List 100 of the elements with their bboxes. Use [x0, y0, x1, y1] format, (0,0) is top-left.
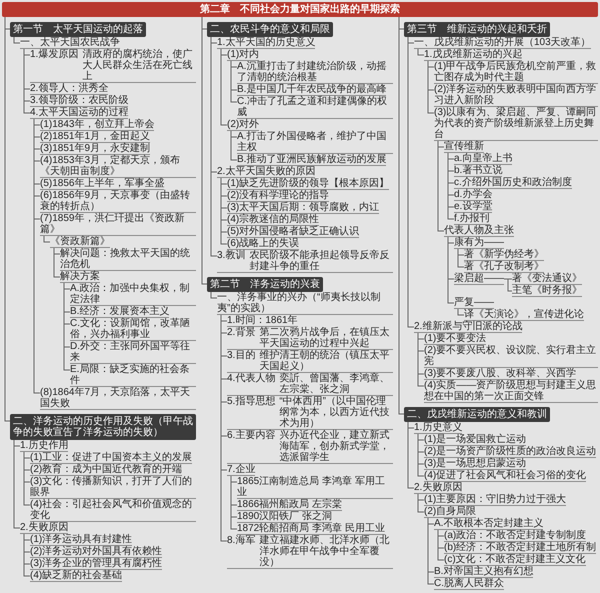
- subtopic: 2.失败原因: [20, 522, 68, 534]
- subtopic: 译《天演论》，宣传进化论: [464, 309, 584, 321]
- subtopic: (7)1859年，洪仁玕提出《资政新篇》: [40, 213, 196, 236]
- connector-line: [14, 440, 20, 528]
- main-topic-box: 第一节 太平天国运动的起落: [10, 22, 146, 37]
- subtopic: 梁启超——: [454, 273, 504, 285]
- topic-label: 6.主要内容: [227, 430, 276, 443]
- connector-line: [64, 282, 70, 370]
- subtopic: (1)洋务运动具有封建性: [30, 534, 132, 546]
- subtopic: (6)1856年9月，天京事变（由盛转衰的转折点）: [40, 190, 196, 213]
- subtopic: C.脱离人民群众: [434, 578, 504, 590]
- subtopic: (1)是一场爱国救亡运动: [424, 434, 526, 446]
- subtopic: C.文化：设新闻馆，改革陋俗，兴办福利事业: [70, 318, 196, 341]
- subtopic: (4)1853年3月，定都天京，颁布《天朝田亩制度》: [40, 155, 196, 178]
- connector-line: [448, 152, 454, 220]
- subtopic: f.办报刊: [454, 213, 490, 225]
- connector-line: [14, 36, 20, 44]
- subtopic: (6)战略上的失误: [227, 238, 300, 250]
- subtopic: 一、洋务事业的兴办（“师夷长技以制夷”的实践）: [217, 292, 393, 315]
- topic-text: 建立福建水师、北洋水师（北洋水师在甲午战争中全军覆没）: [259, 535, 390, 568]
- subtopic: (4)社会：引起社会风气和价值观念的变化: [30, 499, 196, 522]
- connector-line: [408, 36, 414, 328]
- subtopic: (3)文化：传播新知识，打开了人们的眼界: [30, 476, 196, 499]
- subtopic: (1)1843年，创立拜上帝会: [40, 119, 154, 131]
- subtopic: A.打击了外国侵略者，维护了中国主权: [237, 131, 393, 154]
- subtopic: (1)对内: [227, 49, 260, 61]
- subtopic: [217, 250, 393, 273]
- connector-line: [210, 36, 218, 256]
- subtopic: 1.历史意义: [414, 422, 462, 434]
- main-topic-box: 二、洋务运动的历史作用及失败（甲午战争的失败宣告了洋务运动的失败）: [10, 414, 196, 440]
- subtopic: 《资政新篇》: [50, 236, 110, 248]
- subtopic: [227, 350, 393, 373]
- connector-line: [54, 248, 60, 278]
- subtopic: A.政治：加强中央集权，制定法律: [70, 283, 196, 306]
- subtopic: B.推动了亚洲民族解放运动的发展: [237, 154, 386, 166]
- main-topic-box: 第三节 维新运动的兴起和夭折: [404, 22, 550, 37]
- subtopic: (2)没有科学理论的指导: [227, 190, 330, 202]
- connector-line: [458, 308, 464, 316]
- subtopic: (4)实质——资产阶级思想与封建主义思想在中国的第一次正面交锋: [424, 380, 598, 403]
- connector-line: [230, 476, 238, 530]
- subtopic: [30, 49, 196, 83]
- subtopic: 1890汉阳铁厂 张之洞: [237, 511, 332, 523]
- topic-label: 8.海军: [227, 535, 256, 548]
- subtopic: 严复——: [454, 297, 494, 309]
- connector-line: [418, 434, 424, 476]
- subtopic: [227, 327, 393, 350]
- subtopic: (2)对外: [227, 119, 260, 131]
- subtopic: C.冲击了孔孟之道和封建偶像的权威: [237, 96, 393, 119]
- subtopic: 2.领导人：洪秀全: [30, 83, 108, 95]
- subtopic: 一、戊戌维新运动的开展（103天改革）: [414, 37, 591, 49]
- connector-line: [202, 16, 208, 284]
- subtopic: 7.企业: [227, 464, 256, 476]
- connector-line: [408, 422, 414, 488]
- subtopic: A.沉重打击了封建统治阶级，动摇了清朝的统治根基: [237, 61, 393, 84]
- connector-line: [438, 140, 444, 232]
- subtopic: c.介绍外国历史和政治制度: [454, 177, 572, 189]
- connector-line: [220, 48, 228, 126]
- subtopic: (2)自身局限: [424, 506, 476, 518]
- subtopic: 解决问题：挽救太平天国的统治危机: [60, 248, 196, 271]
- subtopic: (3)要不要废八股、改科举、兴西学: [424, 368, 576, 380]
- subtopic: (3)1851年9月，永安建制: [40, 143, 150, 155]
- subtopic: (2)教育：成为中国近代教育的开端: [30, 464, 182, 476]
- central-topic-box: 第二章 不同社会力量对国家出路的早期探索: [2, 2, 598, 17]
- subtopic: [227, 396, 393, 430]
- subtopic: 康有为——: [454, 237, 504, 249]
- connector-line: [428, 60, 434, 114]
- subtopic: 2.失败原因: [414, 482, 462, 494]
- connector-line: [34, 118, 40, 394]
- subtopic: e.设学堂: [454, 201, 492, 213]
- topic-label: 5.指导思想: [227, 396, 276, 409]
- subtopic: (1)缺乏先进阶级的领导【根本原因】: [227, 178, 390, 190]
- connector-line: [210, 292, 218, 298]
- subtopic: 1.时间：1861年: [227, 315, 298, 327]
- subtopic: 1866福州船政局 左宗棠: [237, 499, 342, 511]
- subtopic: a.向皇帝上书: [454, 153, 512, 165]
- connector-line: [220, 314, 228, 542]
- topic-text: 奕訢、曾国藩、李鸿章、左宗棠、张之洞: [279, 373, 390, 395]
- subtopic: [227, 430, 393, 464]
- subtopic: 3.领导阶级：农民阶级: [30, 95, 128, 107]
- connector-line: [448, 236, 454, 304]
- connector-line: [230, 60, 238, 102]
- topic-label: 1.爆发原因: [30, 49, 78, 62]
- connector-line: [24, 452, 30, 506]
- subtopic: (2)洋务运动的失败表明中国向西方学习进入新阶段: [434, 84, 598, 107]
- topic-text: “中体西用”（以中国伦理纲常为本，以西方近代技术为用）: [279, 396, 390, 429]
- subtopic: D.外交：主张同外国平等往来: [70, 341, 196, 364]
- subtopic: 一、太平天国农民战争: [20, 37, 120, 49]
- subtopic: 1.历史作用: [20, 440, 68, 452]
- subtopic: (8)1864年7月，天京陷落，太平天国失败: [40, 387, 196, 410]
- connector-line: [24, 48, 30, 114]
- subtopic: (3)洋务企业的管理具有腐朽性: [30, 558, 162, 570]
- subtopic: 宣传维新: [444, 141, 484, 153]
- topic-label: 3.教训: [217, 250, 246, 263]
- subtopic: (1)主要原因：守旧势力过于强大: [424, 494, 566, 506]
- subtopic: (1)要不要变法: [424, 333, 486, 345]
- connector-line: [24, 534, 30, 576]
- subtopic: (1)工业：促进了中国资本主义的发展: [30, 452, 192, 464]
- connector-line: [418, 48, 424, 56]
- subtopic: 解决方案: [60, 271, 100, 283]
- subtopic: (2)1851年1月，金田起义: [40, 131, 150, 143]
